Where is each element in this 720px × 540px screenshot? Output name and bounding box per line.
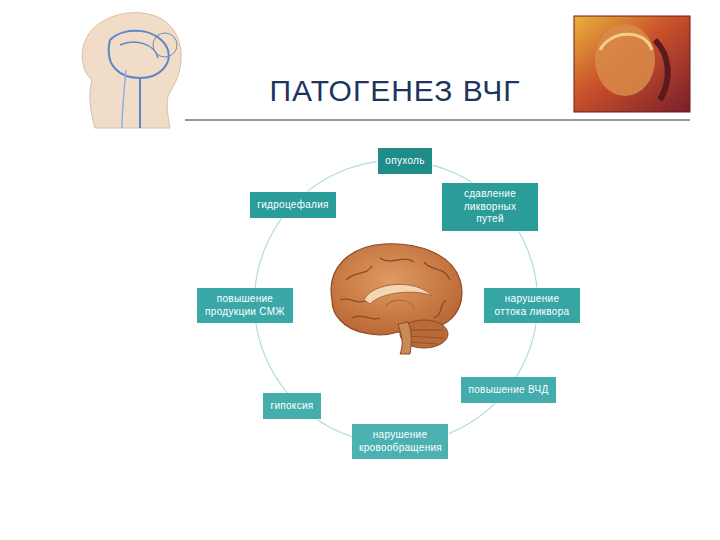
- cycle-arc: [256, 323, 287, 393]
- process-box: гипоксия: [263, 393, 321, 419]
- slide-title: ПАТОГЕНЕЗ ВЧГ: [195, 74, 595, 108]
- process-box: сдавление ликворных путей: [442, 183, 538, 231]
- process-box: повышение продукции СМЖ: [197, 288, 293, 323]
- head-picture: [82, 13, 181, 128]
- brain-picture: [331, 244, 462, 354]
- cycle-arc: [519, 232, 537, 288]
- cycle-arc: [449, 403, 496, 433]
- box-label: гипоксия: [270, 400, 314, 413]
- title-rule: [185, 120, 690, 121]
- process-box: повышение ВЧД: [461, 377, 556, 403]
- box-label: нарушение кровообращения: [359, 429, 441, 454]
- box-label: опухоль: [385, 155, 425, 168]
- cycle-arc: [307, 162, 377, 192]
- box-label: сдавление ликворных путей: [449, 188, 531, 226]
- cycle-arc: [317, 419, 352, 436]
- box-label: повышение продукции СМЖ: [204, 293, 286, 318]
- head-painting: [574, 16, 690, 112]
- cycle-arc: [255, 218, 282, 288]
- cycle-arc: [516, 324, 536, 377]
- process-box: нарушение оттока ликвора: [484, 288, 580, 323]
- box-label: гидроцефалия: [257, 199, 329, 212]
- cycle-arc: [433, 165, 473, 183]
- process-box: нарушение кровообращения: [352, 424, 448, 459]
- box-label: повышение ВЧД: [468, 384, 549, 397]
- box-label: нарушение оттока ликвора: [491, 293, 573, 318]
- process-box: опухоль: [378, 148, 432, 174]
- process-box: гидроцефалия: [250, 192, 336, 218]
